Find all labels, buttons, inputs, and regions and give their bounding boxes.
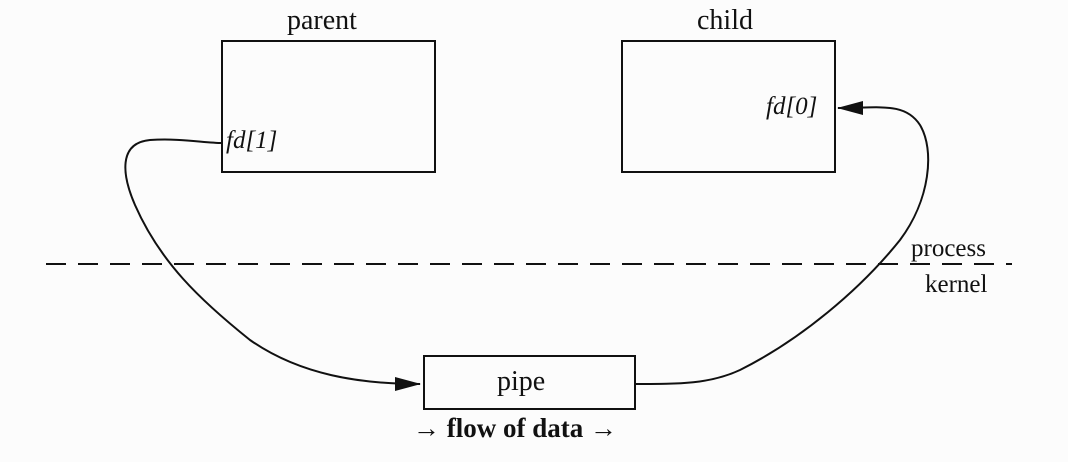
write-flow-curve: [124, 138, 421, 391]
read-flow-curve: [635, 100, 930, 385]
pipe-label: pipe: [497, 366, 546, 397]
kernel-label: kernel: [925, 271, 988, 298]
pipe-box: [423, 355, 636, 410]
parent-label: parent: [287, 5, 357, 36]
parent-box: [221, 40, 436, 173]
process-label: process: [911, 235, 986, 262]
child-box: [621, 40, 836, 173]
flow-of-data-caption: → flow of data →: [413, 413, 617, 443]
child-fd-label: fd[0]: [766, 93, 818, 120]
child-label: child: [697, 5, 753, 36]
parent-fd-label: fd[1]: [226, 127, 278, 154]
